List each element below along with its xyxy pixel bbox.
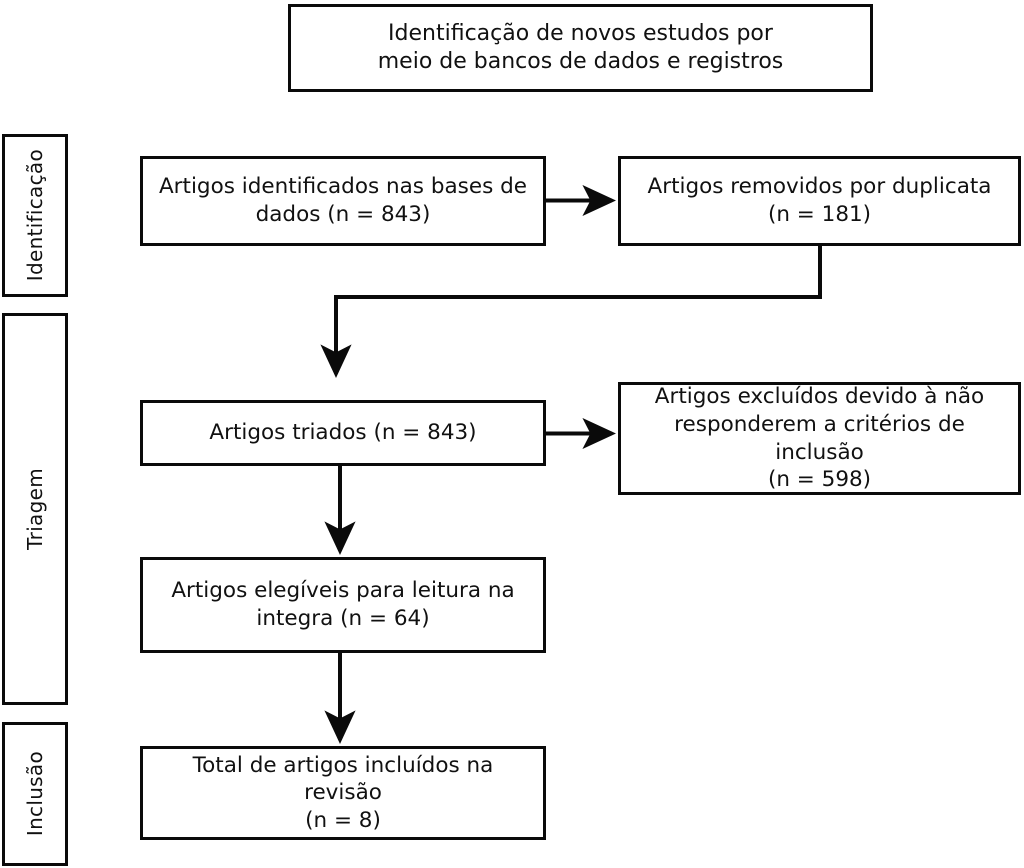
box-articles-excluded: Artigos excluídos devido à não responder… xyxy=(618,382,1021,495)
stage-label-identificacao: Identificação xyxy=(23,149,47,282)
connector-duplicates-to-screened xyxy=(320,246,822,378)
stage-label-inclusao: Inclusão xyxy=(23,751,47,837)
box-articles-identified-text: Artigos identificados nas bases de dados… xyxy=(158,174,528,227)
box-articles-included: Total de artigos incluídos na revisão (n… xyxy=(140,746,546,840)
stage-box-identificacao: Identificação xyxy=(2,134,68,297)
box-articles-included-text: Total de artigos incluídos na revisão (n… xyxy=(192,752,494,833)
box-articles-excluded-text: Artigos excluídos devido à não responder… xyxy=(654,384,985,493)
box-articles-screened: Artigos triados (n = 843) xyxy=(140,400,546,466)
box-duplicates-removed: Artigos removidos por duplicata (n = 181… xyxy=(618,156,1021,246)
box-articles-eligible: Artigos elegíveis para leitura na integr… xyxy=(140,557,546,653)
box-duplicates-removed-text: Artigos removidos por duplicata (n = 181… xyxy=(647,174,992,227)
box-articles-eligible-text: Artigos elegíveis para leitura na integr… xyxy=(171,578,515,631)
header-box: Identificação de novos estudos por meio … xyxy=(288,4,873,92)
box-articles-identified: Artigos identificados nas bases de dados… xyxy=(140,156,546,246)
box-articles-screened-text: Artigos triados (n = 843) xyxy=(209,420,477,446)
stage-box-inclusao: Inclusão xyxy=(2,722,68,866)
header-text: Identificação de novos estudos por meio … xyxy=(377,20,784,74)
stage-box-triagem: Triagem xyxy=(2,313,68,705)
stage-label-triagem: Triagem xyxy=(23,468,47,550)
